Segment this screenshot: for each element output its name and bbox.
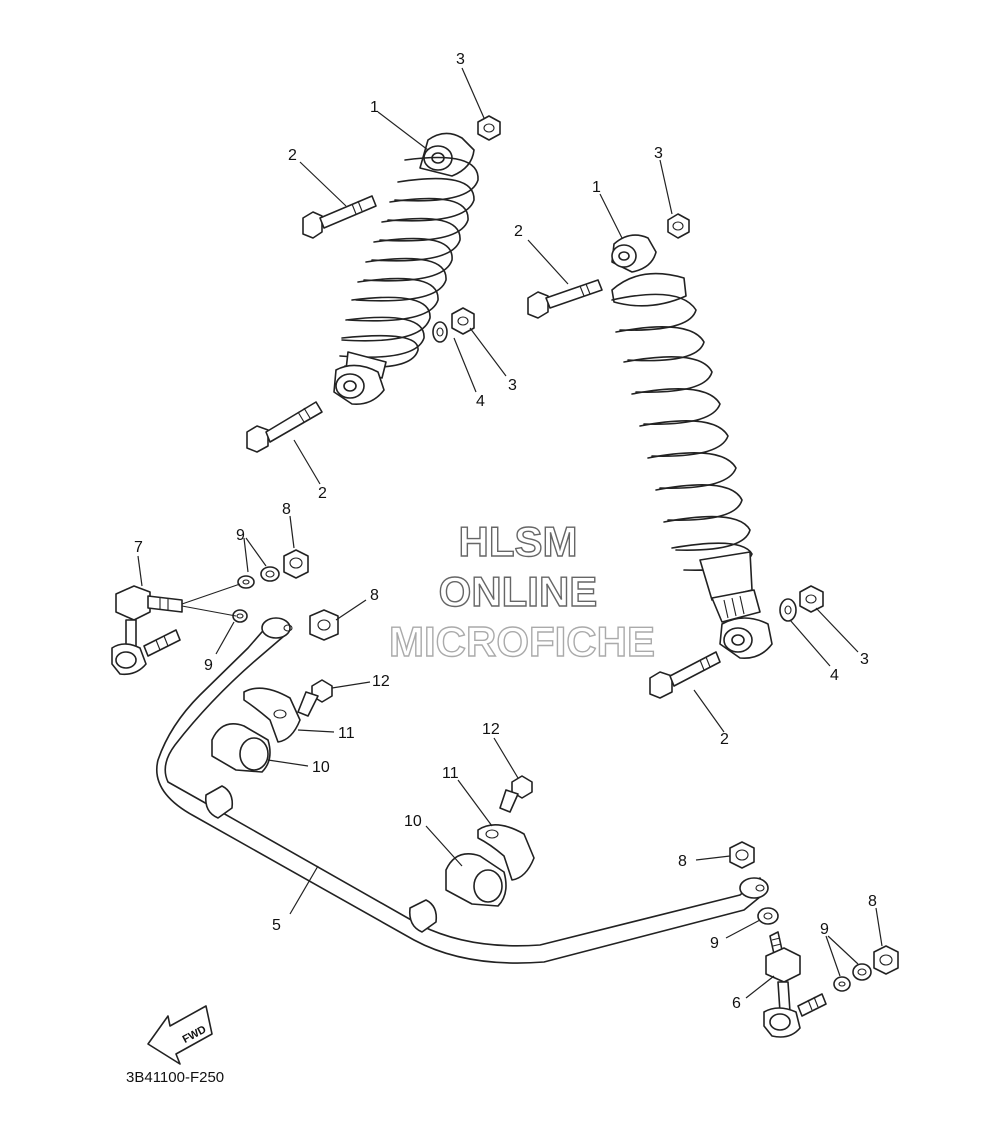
nut-icon <box>451 307 475 335</box>
washer-icon <box>779 598 797 622</box>
callout-11: 11 <box>338 725 355 742</box>
callout-8: 8 <box>282 501 291 518</box>
callout-1: 1 <box>370 99 379 116</box>
callout-2: 2 <box>288 147 297 164</box>
watermark-line-1: HLSM <box>459 518 578 565</box>
washer-icon <box>237 575 255 589</box>
callout-5: 5 <box>272 917 281 934</box>
callout-8: 8 <box>868 893 877 910</box>
nut-icon <box>309 609 339 641</box>
callout-9: 9 <box>204 657 213 674</box>
nut-icon <box>873 945 899 975</box>
callout-3: 3 <box>860 651 869 668</box>
bolt-icon <box>302 195 377 239</box>
callout-11: 11 <box>442 765 459 782</box>
callout-6: 6 <box>732 995 741 1012</box>
nut-icon <box>799 585 824 613</box>
callout-4: 4 <box>830 667 839 684</box>
bolt-icon <box>297 679 333 717</box>
bushing-center-icon <box>445 853 507 907</box>
bracket-center-icon <box>477 824 535 881</box>
callout-3: 3 <box>654 145 663 162</box>
shock-absorber-right-icon <box>611 234 773 660</box>
leader-lines <box>137 67 883 999</box>
callout-2: 2 <box>318 485 327 502</box>
bushing-left-icon <box>211 723 271 773</box>
washer-icon <box>260 566 280 582</box>
watermark: HLSM ONLINE MICROFICHE <box>388 517 655 665</box>
callout-labels: 1 2 3 2 3 4 1 2 3 2 3 4 7 9 8 9 8 12 11 … <box>134 51 877 1012</box>
nut-icon <box>729 841 755 869</box>
forward-arrow-icon: FWD <box>147 1005 213 1065</box>
callout-7: 7 <box>134 539 143 556</box>
bolt-icon <box>246 401 323 453</box>
nut-icon <box>283 549 309 579</box>
callout-8: 8 <box>370 587 379 604</box>
washer-icon <box>757 907 779 925</box>
nut-icon <box>477 115 501 141</box>
shock-absorber-left-icon <box>333 132 479 406</box>
callout-9: 9 <box>820 921 829 938</box>
bracket-left-icon <box>243 687 301 743</box>
callout-10: 10 <box>404 813 422 830</box>
washer-icon <box>852 963 872 981</box>
callout-12: 12 <box>482 721 500 738</box>
bolt-icon <box>499 775 533 813</box>
callout-3: 3 <box>456 51 465 68</box>
callout-2: 2 <box>514 223 523 240</box>
callout-1: 1 <box>592 179 601 196</box>
watermark-line-3: MICROFICHE <box>389 618 655 665</box>
watermark-line-2: ONLINE <box>439 568 598 615</box>
callout-9: 9 <box>710 935 719 952</box>
callout-9: 9 <box>236 527 245 544</box>
bolt-icon <box>649 651 721 699</box>
callout-2: 2 <box>720 731 729 748</box>
stabilizer-bar-icon <box>156 617 769 964</box>
nut-icon <box>667 213 690 239</box>
diagram-code: 3B41100-F250 <box>126 1069 224 1086</box>
link-right-icon <box>763 931 827 1038</box>
callout-3: 3 <box>508 377 517 394</box>
washer-icon <box>432 321 448 343</box>
washer-icon <box>833 976 851 992</box>
callout-8: 8 <box>678 853 687 870</box>
link-left-icon <box>111 585 183 676</box>
callout-10: 10 <box>312 759 330 776</box>
callout-12: 12 <box>372 673 390 690</box>
callout-4: 4 <box>476 393 485 410</box>
bolt-icon <box>527 279 603 319</box>
